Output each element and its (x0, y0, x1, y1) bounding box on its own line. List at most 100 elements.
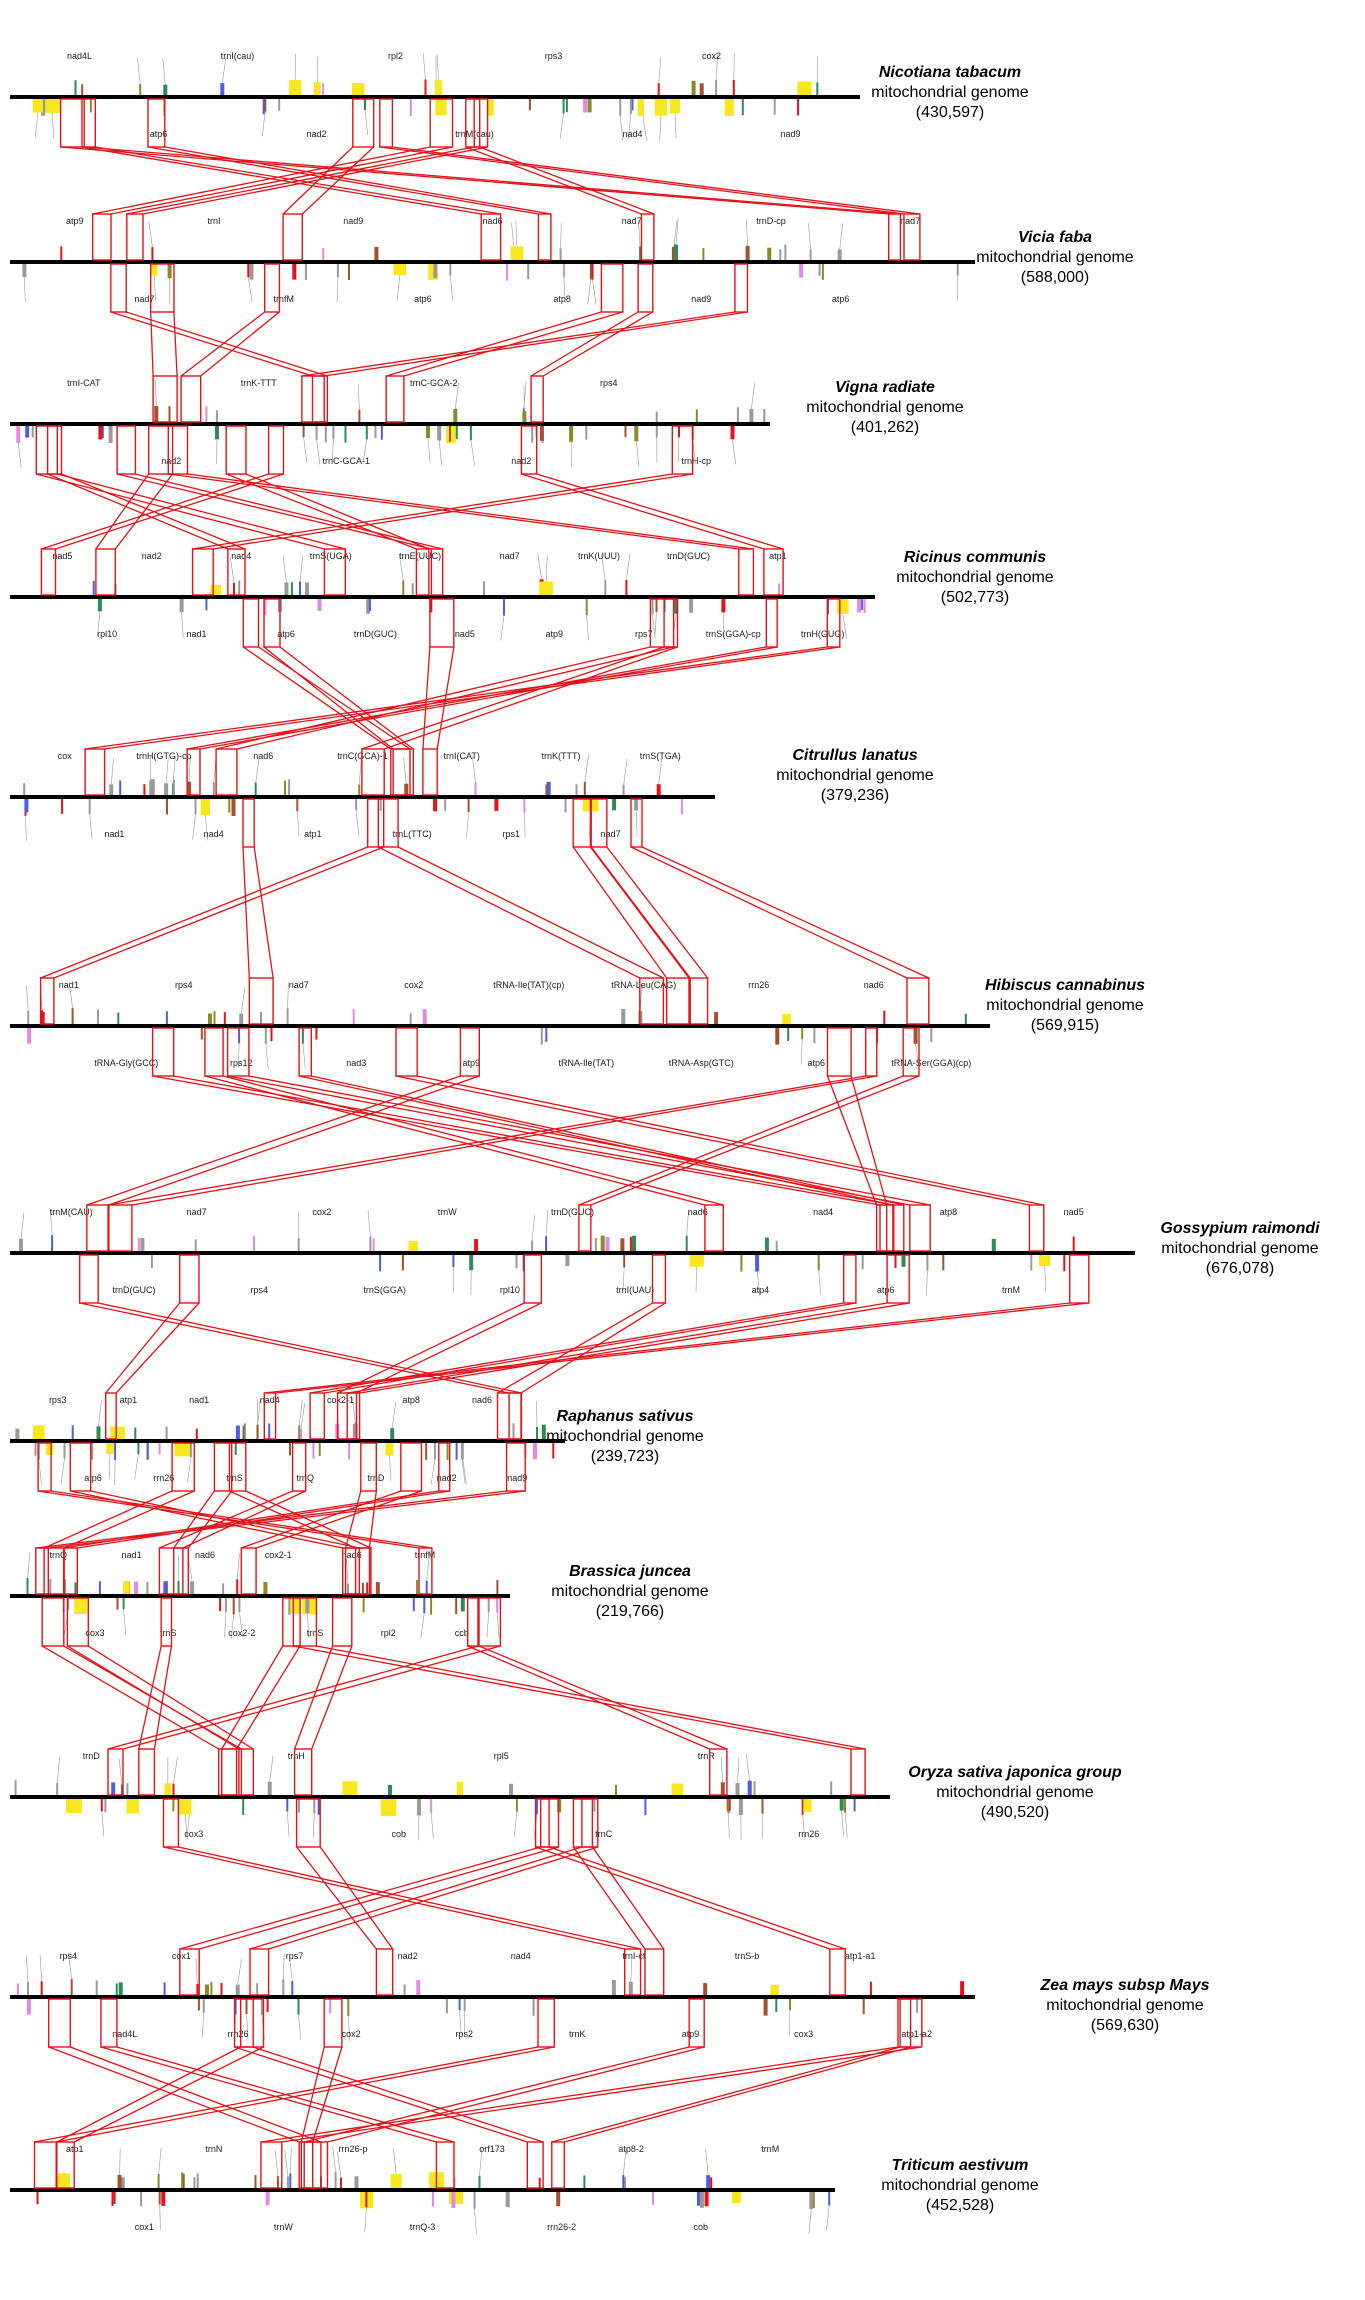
species-subtitle: mitochondrial genome (776, 767, 934, 784)
gene-block (115, 1983, 118, 1997)
synteny-box (292, 1597, 318, 1647)
gene-connector (746, 1754, 750, 1781)
gene-block (270, 1027, 273, 1042)
synteny-link (153, 1645, 173, 1750)
synteny-box (242, 798, 255, 848)
synteny-box (879, 1204, 895, 1252)
gene-block (167, 263, 172, 279)
synteny-box (352, 98, 375, 148)
gene-block (358, 409, 361, 424)
gene-block (510, 246, 524, 262)
synteny-link (70, 2046, 322, 2143)
synteny-box (282, 213, 304, 261)
gene-label: nad1 (59, 980, 79, 990)
gene-block (168, 406, 171, 424)
synteny-link (319, 1846, 394, 1950)
synteny-box (228, 1442, 247, 1492)
synteny-box (95, 548, 117, 596)
gene-connector (236, 1553, 240, 1580)
gene-block (425, 1580, 428, 1596)
species-subtitle: mitochondrial genome (1161, 1240, 1319, 1257)
synteny-box (467, 1597, 480, 1647)
gene-connector (364, 2207, 367, 2233)
synteny-link (395, 1075, 1030, 1206)
synteny-box (902, 1027, 920, 1077)
gene-connector (248, 277, 253, 303)
gene-block (531, 425, 534, 443)
synteny-box (43, 1547, 65, 1595)
gene-connector (545, 555, 548, 582)
gene-connector (172, 757, 176, 784)
gene-connector (788, 2010, 791, 2036)
gene-connector (158, 2147, 162, 2174)
synteny-link (53, 846, 384, 979)
gene-label: cox2 (312, 1207, 331, 1217)
gene-block (220, 1983, 223, 1997)
synteny-link (234, 2046, 528, 2143)
gene-block (262, 98, 265, 115)
synteny-box (829, 1948, 846, 1996)
synteny-link (105, 1302, 181, 1394)
species-subtitle: mitochondrial genome (546, 1428, 704, 1445)
gene-block (455, 425, 458, 439)
gene-block (137, 1238, 140, 1253)
gene-block (403, 1984, 406, 1997)
synteny-link (180, 311, 266, 377)
gene-connector (181, 612, 184, 638)
gene-block (861, 1254, 864, 1270)
synteny-link (589, 846, 690, 979)
gene-label: nad7 (601, 829, 621, 839)
synteny-link (572, 1846, 646, 1950)
gene-label: trnL(TTC) (393, 829, 432, 839)
gene-connector (331, 438, 334, 464)
gene-label: nad4 (622, 129, 642, 139)
synteny-link (263, 646, 394, 750)
gene-block (801, 1798, 804, 1815)
gene-block (755, 1254, 760, 1272)
gene-connector (282, 556, 287, 583)
gene-block (587, 98, 592, 113)
gene-connector (652, 613, 656, 639)
synteny-box (1068, 1254, 1090, 1304)
synteny-link (551, 2046, 901, 2143)
synteny-link (275, 1302, 1089, 1394)
synteny-box (180, 375, 202, 423)
gene-block (515, 1798, 518, 1812)
synteny-link (379, 146, 905, 215)
synteny-link (163, 1846, 625, 1950)
gene-block (282, 1979, 285, 1997)
gene-block (278, 98, 281, 111)
gene-block (32, 98, 43, 113)
synteny-link (86, 1075, 461, 1206)
gene-label: trnD(GUC) (354, 629, 397, 639)
gene-label: nad6 (688, 1207, 708, 1217)
gene-block (140, 1238, 145, 1253)
gene-connector (705, 2149, 709, 2176)
synteny-link (479, 146, 655, 215)
gene-label: trnK(UUU) (578, 551, 620, 561)
gene-block (622, 784, 625, 797)
synteny-link (40, 846, 368, 979)
synteny-box (264, 263, 281, 313)
gene-block (816, 82, 819, 97)
gene-block (853, 1798, 856, 1812)
synteny-link (521, 473, 765, 550)
gene-block (1039, 1254, 1051, 1267)
synteny-box (763, 548, 784, 596)
gene-connector (134, 1454, 139, 1480)
synteny-link (95, 473, 150, 550)
gene-block (286, 1798, 289, 1812)
synteny-box (578, 1204, 592, 1252)
synteny-box (309, 1392, 326, 1440)
gene-label: atp1-a1 (845, 1951, 876, 1961)
gene-block (266, 1998, 269, 2013)
gene-connector (60, 1458, 65, 1484)
gene-label: cox3 (85, 1628, 104, 1638)
gene-block (205, 1984, 209, 1997)
gene-connector (515, 220, 518, 247)
gene-block (234, 1998, 237, 2015)
gene-block (239, 1013, 244, 1026)
gene-block (66, 1798, 82, 1813)
gene-connector (537, 553, 542, 580)
gene-block (149, 780, 152, 797)
